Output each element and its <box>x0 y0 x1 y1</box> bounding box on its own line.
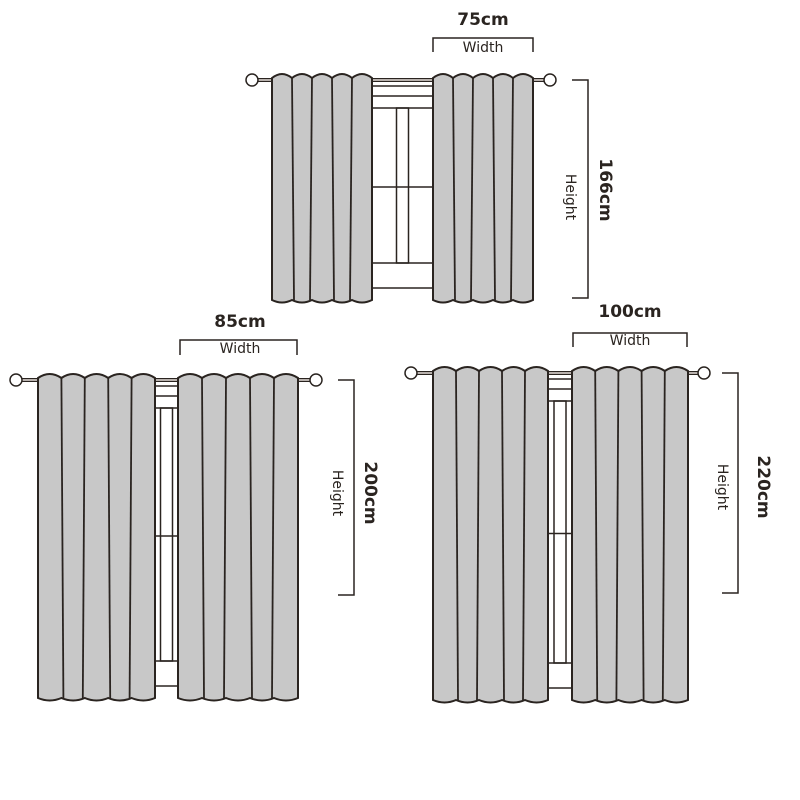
curtain-fold-long <box>661 370 666 701</box>
curtain-panel-long <box>432 366 549 704</box>
height-bracket-short <box>572 79 589 299</box>
rod-finial-long <box>697 366 711 380</box>
rod-finial-short <box>543 73 557 87</box>
curtain-fold-short <box>452 77 456 301</box>
curtain-fold-medium <box>271 377 275 699</box>
curtain-fold-long <box>455 370 459 701</box>
width-bracket-long <box>572 332 688 347</box>
height-label-medium: Height <box>329 469 345 517</box>
curtain-panel-long <box>571 366 689 704</box>
curtain-fold-short <box>492 77 496 301</box>
curtain-fold-medium <box>81 377 86 699</box>
curtain-fold-short <box>309 77 313 301</box>
curtain-panel-short <box>432 73 534 304</box>
rod-finial-short <box>245 73 259 87</box>
curtain-panel-short <box>271 73 373 304</box>
height-value-long: 220cm <box>753 455 773 519</box>
width-value-long: 100cm <box>598 302 662 322</box>
curtain-fold-medium <box>223 377 227 699</box>
curtain-fold-medium <box>60 377 65 699</box>
curtain-fold-medium <box>107 377 112 699</box>
height-label-long: Height <box>714 463 730 511</box>
curtain-fold-long <box>640 370 645 701</box>
curtain-fold-medium <box>128 377 133 699</box>
curtain-fold-short <box>470 77 474 301</box>
width-label-short: Width <box>462 40 504 56</box>
curtain-fold-medium <box>249 377 253 699</box>
rod-finial-medium <box>9 373 23 387</box>
window-mullion-long <box>553 400 567 664</box>
curtain-panel-medium <box>37 373 156 702</box>
width-label-long: Width <box>609 333 651 349</box>
curtain-fold-long <box>476 370 480 701</box>
curtain-fold-long <box>501 370 505 701</box>
curtain-fold-short <box>510 77 514 301</box>
curtain-fold-long <box>522 370 526 701</box>
rod-finial-medium <box>309 373 323 387</box>
curtain-fold-medium <box>201 377 205 699</box>
height-bracket-long <box>722 372 739 594</box>
height-value-medium: 200cm <box>360 461 380 525</box>
width-label-medium: Width <box>219 341 261 357</box>
window-mullion-short <box>395 107 410 264</box>
rod-finial-long <box>404 366 418 380</box>
curtain-fold-short <box>349 77 353 301</box>
width-value-medium: 85cm <box>214 312 266 332</box>
curtain-fold-short <box>291 77 295 301</box>
width-bracket-short <box>432 37 534 52</box>
curtain-fold-long <box>594 370 599 701</box>
curtain-panel-medium <box>177 373 299 702</box>
width-bracket-medium <box>179 339 298 355</box>
height-value-short: 166cm <box>595 158 615 222</box>
width-value-short: 75cm <box>457 10 509 30</box>
height-label-short: Height <box>562 173 578 221</box>
window-mullion-medium <box>159 407 174 662</box>
curtain-fold-short <box>331 77 335 301</box>
height-bracket-medium <box>338 379 355 596</box>
curtain-fold-long <box>615 370 620 701</box>
